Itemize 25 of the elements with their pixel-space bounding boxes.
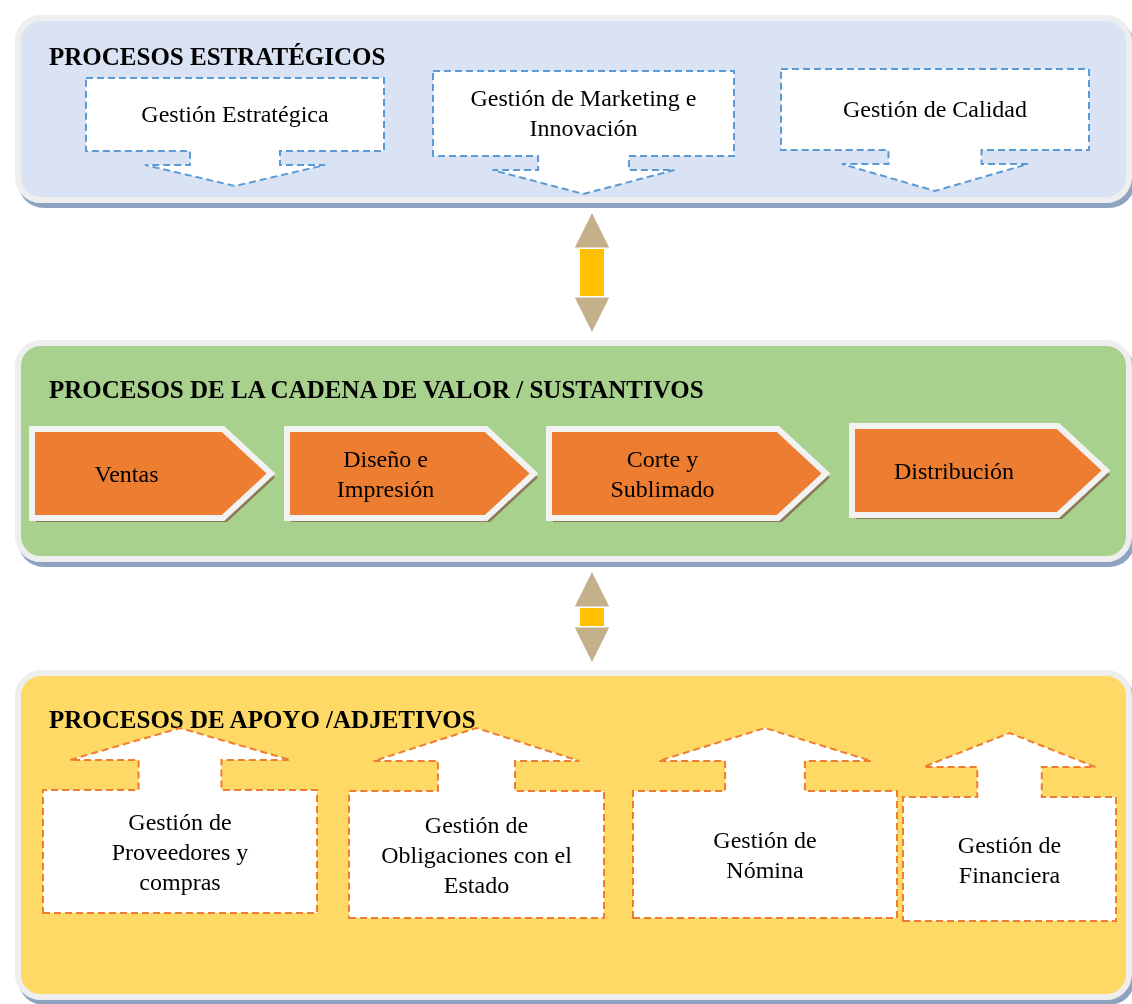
process-label: Gestión de Proveedores y compras <box>110 808 250 897</box>
process-step-shape <box>545 425 830 522</box>
process-step-shape <box>283 425 538 522</box>
process-label: Diseño e Impresión <box>335 444 436 504</box>
callout-box <box>348 727 605 919</box>
process-label: Gestión de Financiera <box>956 830 1063 890</box>
process-label: Gestión de Marketing e Innovación <box>469 84 698 143</box>
callout-box <box>85 77 385 187</box>
process-label: Gestión de Nómina <box>712 826 818 885</box>
callout-box <box>432 70 735 195</box>
callout-box <box>632 727 898 919</box>
section-title: PROCESOS DE APOYO /ADJETIVOS <box>49 706 476 734</box>
callout-box <box>42 727 318 914</box>
process-label: Gestión de Obligaciones con el Estado <box>380 811 573 900</box>
process-label: Gestión de Calidad <box>842 95 1028 124</box>
process-step-shape <box>848 422 1110 519</box>
callout-box <box>780 68 1090 192</box>
process-label: Corte y Sublimado <box>609 444 716 504</box>
section-title: PROCESOS DE LA CADENA DE VALOR / SUSTANTIVOS <box>49 376 704 404</box>
process-label: Distribución <box>893 456 1015 486</box>
callout-box <box>902 732 1117 922</box>
process-label: Ventas <box>93 459 160 489</box>
section-title: PROCESOS ESTRATÉGICOS <box>49 43 386 71</box>
process-label: Gestión Estratégica <box>140 100 330 129</box>
process-step-shape <box>28 425 275 522</box>
